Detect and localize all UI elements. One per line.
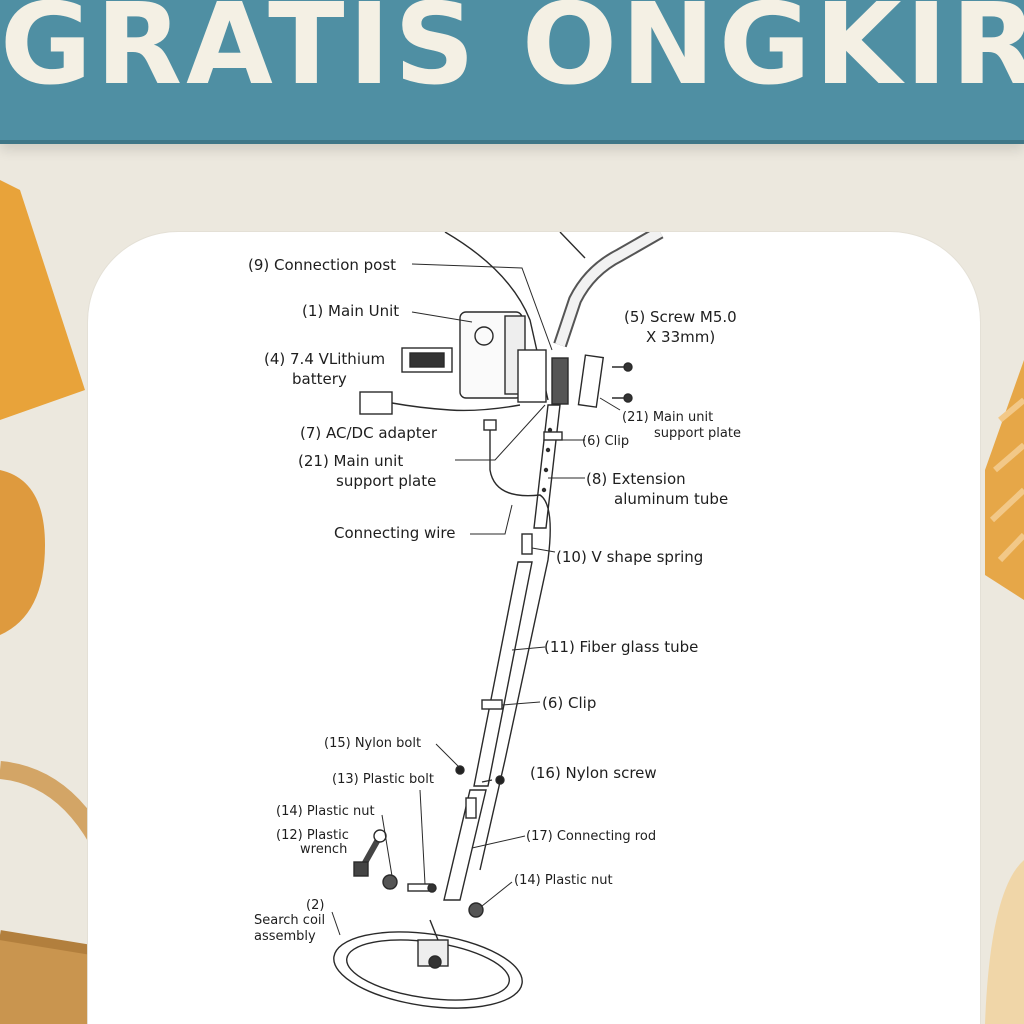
label-main-unit: (1) Main Unit <box>302 302 400 320</box>
adapter-box <box>359 391 393 415</box>
label-battery-2: battery <box>292 370 347 388</box>
label-support-left-2: support plate <box>336 472 437 490</box>
label-connecting-wire: Connecting wire <box>334 524 456 542</box>
label-battery-1: (4) 7.4 VLithium <box>264 350 386 368</box>
lamp-base-left <box>0 470 45 635</box>
screw-top <box>623 362 633 372</box>
connecting-rod <box>443 789 487 901</box>
label-spring: (10) V shape spring <box>556 548 704 566</box>
label-screw-2: X 33mm) <box>646 328 716 346</box>
promo-banner: GRATIS ONGKIR <box>0 0 1024 144</box>
v-spring <box>521 533 533 555</box>
connecting-wire <box>479 420 551 871</box>
banner-title: GRATIS ONGKIR <box>0 0 1024 110</box>
lamp-shade-left <box>0 180 85 420</box>
label-nylon-screw: (16) Nylon screw <box>530 764 657 782</box>
label-plastic-nut-right: (14) Plastic nut <box>514 873 613 888</box>
label-coil-3: assembly <box>254 929 316 944</box>
label-coil-2: Search coil <box>254 913 326 928</box>
label-nylon-bolt: (15) Nylon bolt <box>324 736 422 751</box>
label-wrench-1: (12) Plastic <box>276 828 349 843</box>
label-screw-1: (5) Screw M5.0 <box>624 308 737 326</box>
top-cable <box>444 232 549 401</box>
label-plastic-bolt: (13) Plastic bolt <box>332 772 434 787</box>
label-plastic-nut-left: (14) Plastic nut <box>276 804 375 819</box>
label-support-right-2: support plate <box>654 426 741 441</box>
label-fiber: (11) Fiber glass tube <box>544 638 699 656</box>
label-extension-2: aluminum tube <box>614 490 729 508</box>
label-clip-top: (6) Clip <box>582 434 630 449</box>
lamp-right <box>985 360 1024 600</box>
lamp-right-pattern <box>989 397 1024 563</box>
diagram-card: (9) Connection post (1) Main Unit (4) 7.… <box>88 232 980 1024</box>
label-extension-1: (8) Extension <box>586 470 686 488</box>
label-support-right-1: (21) Main unit <box>622 410 714 425</box>
plastic-nut-left <box>382 874 398 890</box>
nylon-screw <box>495 775 505 785</box>
mount-block <box>517 349 547 403</box>
label-wrench-2: wrench <box>300 842 348 857</box>
label-adapter: (7) AC/DC adapter <box>300 424 438 442</box>
label-coil-1: (2) <box>306 898 325 913</box>
cushion-right <box>985 860 1024 1024</box>
clip-top <box>543 431 563 441</box>
screw-bottom <box>623 393 633 403</box>
extension-tube <box>533 404 561 529</box>
support-plate-right <box>577 354 605 408</box>
search-coil <box>333 931 523 1009</box>
metal-detector-diagram <box>331 232 664 1009</box>
armrest-hose <box>553 232 664 348</box>
label-clip-mid: (6) Clip <box>542 694 597 712</box>
plastic-bolt <box>407 883 431 892</box>
label-connection-post: (9) Connection post <box>248 256 397 274</box>
label-connecting-rod: (17) Connecting rod <box>526 829 657 844</box>
clip-mid <box>481 699 503 710</box>
fiber-glass-tube <box>473 561 533 787</box>
label-support-left-1: (21) Main unit <box>298 452 404 470</box>
nylon-bolt <box>455 765 465 775</box>
plastic-nut-right <box>468 902 484 918</box>
